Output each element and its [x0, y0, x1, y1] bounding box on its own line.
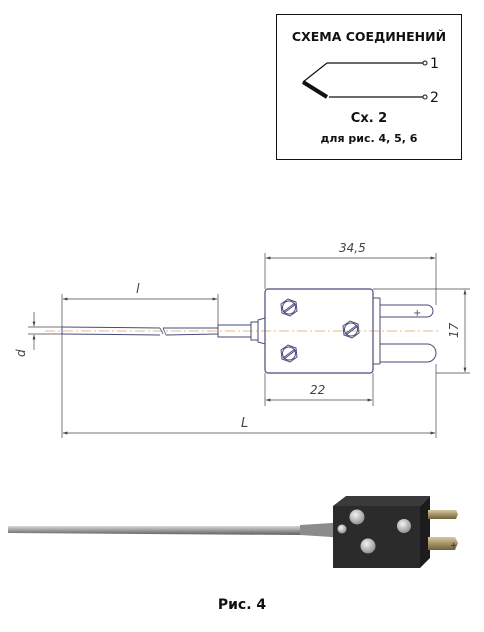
scheme-pin-2-label: 2 — [430, 90, 439, 106]
scheme-note: для рис. 4, 5, 6 — [320, 132, 418, 145]
connector-body-outline — [264, 288, 381, 374]
dimension-diameter-label: d — [14, 349, 28, 357]
render-screw-bottom — [360, 538, 376, 554]
scheme-title: СХЕМА СОЕДИНЕНИЙ — [291, 29, 447, 44]
render-sheath — [8, 526, 330, 535]
scheme-wiring-diagram: 1 2 — [301, 56, 439, 106]
scheme-junction-thick — [301, 80, 329, 99]
render-connector-front — [333, 506, 420, 568]
dimension-body-length-label: 22 — [310, 383, 325, 397]
scheme-junction-thin — [302, 62, 328, 83]
render-ferrule — [300, 520, 340, 541]
dimension-connector-length — [264, 253, 437, 305]
dimension-total-length — [61, 334, 437, 438]
render-connector-side — [420, 496, 430, 568]
connection-scheme-box: СХЕМА СОЕДИНЕНИЙ 1 2 Сх. 2 для рис. 4, 5… — [276, 14, 462, 160]
render-connector-top — [333, 496, 430, 506]
render-pin-bottom — [428, 537, 458, 550]
dimension-probe-length — [61, 294, 219, 327]
product-render: + — [8, 496, 458, 568]
scheme-pin-1-label: 1 — [430, 56, 439, 72]
figure-caption: Рис. 4 — [217, 597, 267, 613]
screw-top — [280, 298, 298, 317]
dimension-height — [373, 288, 470, 374]
render-pin-top — [428, 510, 458, 519]
screw-bottom — [280, 344, 298, 363]
scheme-name: Сх. 2 — [350, 111, 388, 126]
render-screw-small — [337, 524, 347, 534]
dimension-total-length-label: L — [241, 416, 248, 431]
scheme-terminal-2 — [422, 94, 428, 100]
render-screw-right — [397, 519, 411, 533]
dimension-connector-length-label: 34,5 — [339, 241, 366, 255]
scheme-terminal-1 — [422, 60, 428, 66]
pin-bottom — [380, 343, 437, 363]
plus-mark: + — [413, 308, 421, 319]
render-screw-top — [349, 509, 365, 525]
dimension-body-length — [264, 373, 374, 406]
dimension-probe-length-label: l — [136, 282, 140, 297]
screw-middle — [342, 320, 360, 339]
dimension-diameter — [28, 312, 62, 350]
pin-top — [380, 304, 434, 318]
render-plus-mark: + — [450, 541, 458, 551]
dimension-height-label: 17 — [447, 322, 461, 338]
probe-sheath — [61, 326, 219, 336]
